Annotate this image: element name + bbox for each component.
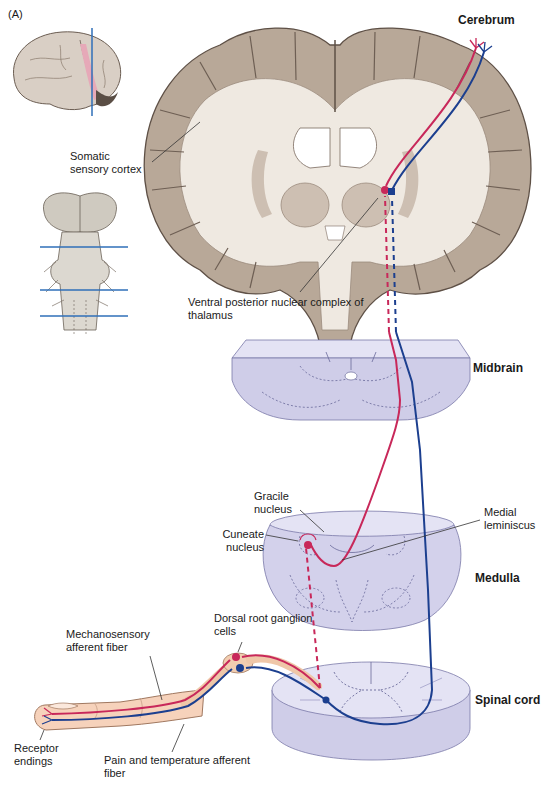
cerebrum-section-part bbox=[342, 183, 390, 227]
leader-lines-part bbox=[300, 198, 378, 292]
mechanosensory-pathway-part bbox=[310, 332, 400, 566]
neuron-cell-bodies-part bbox=[300, 534, 316, 540]
spinal-cord-section-part bbox=[371, 662, 372, 684]
mechanosensory-pathway-part bbox=[42, 708, 52, 716]
mechanosensory-pathway-part bbox=[242, 655, 320, 688]
section-title: Spinal cord bbox=[475, 694, 551, 707]
neuron-cell-bodies-part bbox=[381, 186, 389, 194]
brain-icon-part bbox=[91, 28, 93, 116]
pain-temperature-pathway-part bbox=[246, 667, 326, 700]
cerebrum-section-part bbox=[144, 28, 531, 345]
mechanosensory-pathway-part bbox=[470, 38, 484, 48]
mechanosensory-pathway bbox=[42, 38, 484, 716]
brainstem-icon bbox=[40, 193, 128, 336]
medulla-section-part bbox=[382, 588, 410, 608]
leader-lines-part bbox=[266, 535, 298, 541]
brainstem-icon-part bbox=[44, 262, 116, 306]
midbrain-section-part bbox=[326, 352, 376, 370]
leader-lines-part bbox=[152, 122, 200, 162]
finger-part bbox=[48, 703, 78, 709]
structure-label: Ventral posterior nuclear complex of tha… bbox=[188, 296, 368, 322]
leader-lines-part bbox=[342, 520, 480, 560]
structure-label: Gracile nucleus bbox=[254, 490, 306, 516]
mechanosensory-pathway-part bbox=[386, 48, 476, 186]
cerebrum-section-part bbox=[252, 150, 272, 218]
leader-lines-part bbox=[300, 510, 324, 532]
section-title: Cerebrum bbox=[458, 14, 550, 27]
pain-temperature-pathway-part bbox=[326, 332, 432, 724]
structure-label: Dorsal root ganglion cells bbox=[214, 612, 314, 638]
structure-label: (A) bbox=[8, 8, 48, 21]
pain-temperature-pathway-part bbox=[52, 669, 232, 720]
structure-label: Receptor endings bbox=[14, 742, 76, 768]
neuron-cell-bodies-part bbox=[388, 188, 395, 195]
structure-label: Cuneate nucleus bbox=[196, 528, 264, 554]
brain-icon-part bbox=[96, 90, 118, 106]
leader-lines bbox=[40, 122, 480, 752]
structure-label: Pain and temperature afferent fiber bbox=[104, 754, 254, 780]
cerebrum-section-part bbox=[325, 226, 345, 240]
neuron-cell-bodies bbox=[232, 186, 395, 704]
brainstem-icon-part bbox=[40, 246, 128, 248]
pain-temperature-pathway-part bbox=[478, 42, 492, 52]
brainstem-icon-part bbox=[40, 289, 128, 291]
brainstem-icon-part bbox=[40, 315, 128, 317]
brain-icon-part bbox=[13, 32, 120, 110]
neuron-cell-bodies-part bbox=[323, 697, 330, 704]
neuron-cell-bodies-part bbox=[232, 653, 240, 661]
leader-lines-part bbox=[238, 642, 242, 652]
cerebrum-section-part bbox=[180, 79, 490, 330]
midbrain-section-part bbox=[345, 372, 357, 380]
cerebrum-section-part bbox=[150, 32, 522, 290]
pain-temperature-pathway-part bbox=[392, 198, 396, 332]
mechanosensory-pathway-part bbox=[52, 660, 230, 714]
leader-lines-part bbox=[150, 656, 162, 700]
neuron-cell-bodies-part bbox=[304, 541, 312, 549]
leader-lines-part bbox=[172, 724, 184, 752]
brain-icon bbox=[13, 28, 120, 116]
cerebrum-section-part bbox=[340, 128, 377, 168]
brainstem-icon-part bbox=[86, 300, 87, 336]
pain-temperature-pathway-part bbox=[42, 716, 52, 724]
midbrain-section bbox=[232, 340, 470, 420]
brainstem-icon-part bbox=[43, 193, 116, 232]
cerebrum-section-part bbox=[281, 183, 329, 227]
structure-label: Somatic sensory cortex bbox=[70, 150, 150, 176]
finger bbox=[35, 653, 318, 730]
cerebrum-section-part bbox=[334, 40, 336, 112]
cerebrum-section bbox=[144, 28, 531, 345]
cerebrum-section-part bbox=[293, 128, 330, 168]
midbrain-section-part bbox=[232, 340, 470, 358]
section-title: Midbrain bbox=[473, 362, 551, 375]
medulla-section-part bbox=[336, 580, 368, 622]
brainstem-icon-part bbox=[74, 300, 75, 336]
pain-temperature-pathway bbox=[42, 42, 492, 724]
brainstem-icon-part bbox=[80, 196, 81, 232]
structure-label: Medial leminiscus bbox=[484, 506, 550, 532]
section-title: Medulla bbox=[475, 572, 551, 585]
structure-label: Mechanosensory afferent fiber bbox=[66, 628, 186, 654]
neuron-cell-bodies-part bbox=[236, 664, 244, 672]
mechanosensory-pathway-part bbox=[385, 196, 389, 332]
leader-lines-part bbox=[40, 730, 44, 740]
pain-temperature-pathway-part bbox=[392, 52, 484, 190]
